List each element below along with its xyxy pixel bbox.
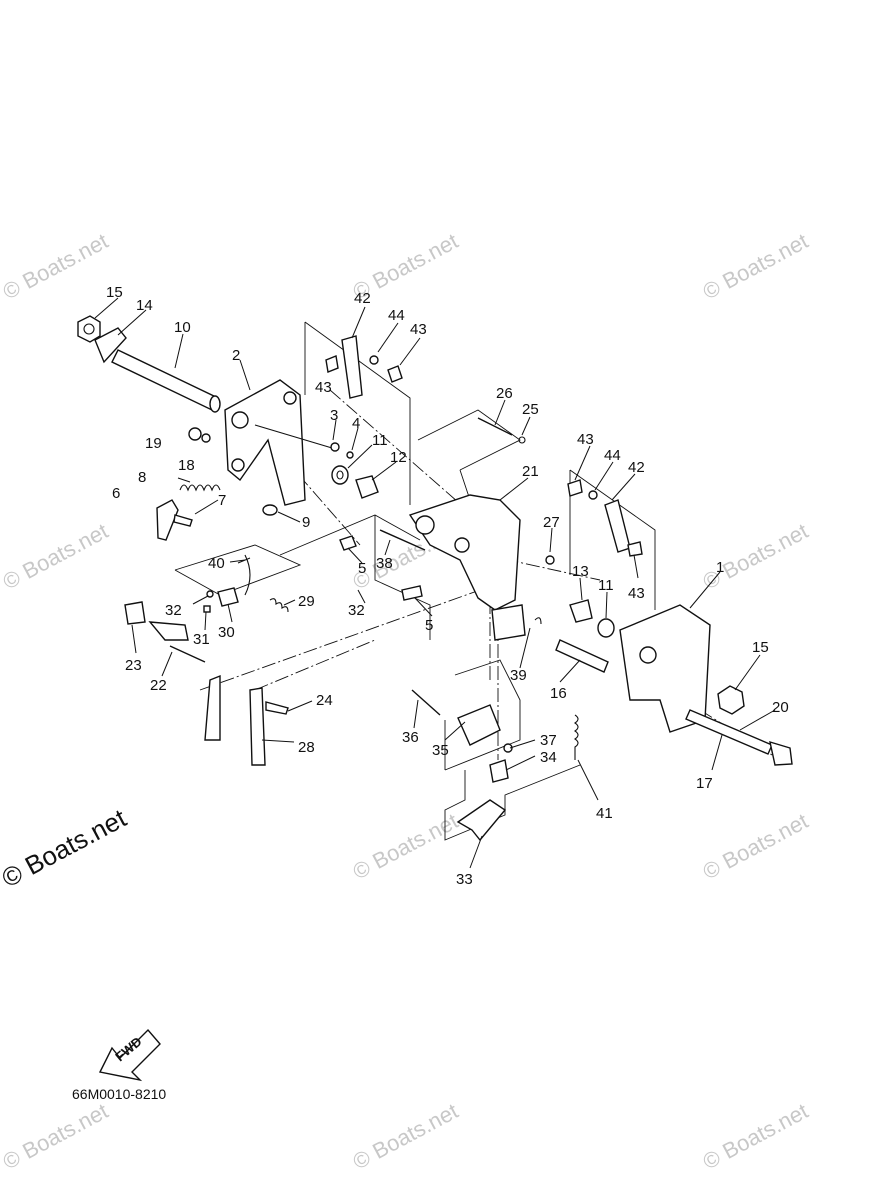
callout-43b: 43 (315, 379, 332, 396)
watermark-5: © Boats.net (699, 518, 813, 594)
callout-21: 21 (522, 463, 539, 480)
callout-28: 28 (298, 739, 315, 756)
callout-44a: 44 (388, 307, 405, 324)
callout-layer: 15 14 10 2 42 44 43 43 3 4 11 12 19 18 8… (106, 284, 789, 888)
callout-38: 38 (376, 555, 393, 572)
watermark-2: © Boats.net (699, 228, 813, 304)
callout-1: 1 (716, 559, 724, 576)
callout-43c: 43 (577, 431, 594, 448)
callout-11a: 11 (372, 432, 388, 449)
callout-10: 10 (174, 319, 191, 336)
watermark-9: © Boats.net (349, 1098, 463, 1174)
callout-6: 6 (112, 485, 120, 502)
callout-3: 3 (330, 407, 338, 424)
fwd-arrow-icon: FWD (98, 1028, 161, 1082)
callout-19: 19 (145, 435, 162, 452)
callout-37: 37 (540, 732, 557, 749)
callout-14: 14 (136, 297, 153, 314)
callout-27: 27 (543, 514, 560, 531)
drawing-number: 66M0010-8210 (72, 1086, 166, 1102)
callout-20: 20 (772, 699, 789, 716)
callout-32a: 32 (165, 602, 182, 619)
callout-17: 17 (696, 775, 713, 792)
callout-32b: 32 (348, 602, 365, 619)
callout-22: 22 (150, 677, 167, 694)
callout-5a: 5 (358, 560, 366, 577)
watermark-12: © Boats.net (699, 0, 813, 4)
callout-29: 29 (298, 593, 315, 610)
callout-26: 26 (496, 385, 513, 402)
callout-33: 33 (456, 871, 473, 888)
callout-41: 41 (596, 805, 613, 822)
callout-31: 31 (193, 631, 210, 648)
callout-8: 8 (138, 469, 146, 486)
callout-18: 18 (178, 457, 195, 474)
callout-15b: 15 (752, 639, 769, 656)
callout-24: 24 (316, 692, 333, 709)
callout-44b: 44 (604, 447, 621, 464)
callout-34: 34 (540, 749, 557, 766)
brand-watermark: © Boats.net (0, 802, 132, 893)
part-shapes (77, 315, 793, 842)
callout-16: 16 (550, 685, 567, 702)
watermark-3: © Boats.net (0, 518, 112, 594)
callout-15a: 15 (106, 284, 123, 301)
callout-13: 13 (572, 563, 589, 580)
callout-23: 23 (125, 657, 142, 674)
watermark-7: © Boats.net (699, 808, 813, 884)
callout-5b: 5 (425, 617, 433, 634)
callout-30: 30 (218, 624, 235, 641)
callout-12: 12 (390, 449, 407, 466)
callout-11b: 11 (598, 577, 614, 594)
callout-36: 36 (402, 729, 419, 746)
watermark-0: © Boats.net (0, 228, 112, 304)
callout-39: 39 (510, 667, 527, 684)
watermark-8: © Boats.net (0, 1098, 112, 1174)
callout-43a: 43 (410, 321, 427, 338)
watermark-11: © Boats.net (349, 0, 463, 4)
callout-2: 2 (232, 347, 240, 364)
callout-35: 35 (432, 742, 449, 759)
watermark-10: © Boats.net (699, 1098, 813, 1174)
callout-42b: 42 (628, 459, 645, 476)
callout-42a: 42 (354, 290, 371, 307)
callout-40: 40 (208, 555, 225, 572)
callout-4: 4 (352, 415, 360, 432)
callout-25: 25 (522, 401, 539, 418)
watermark-layer: © Boats.net © Boats.net © Boats.net © Boats… (0, 0, 812, 1174)
callout-9: 9 (302, 514, 310, 531)
callout-7: 7 (218, 492, 226, 509)
leader-lines (94, 297, 776, 869)
callout-43d: 43 (628, 585, 645, 602)
